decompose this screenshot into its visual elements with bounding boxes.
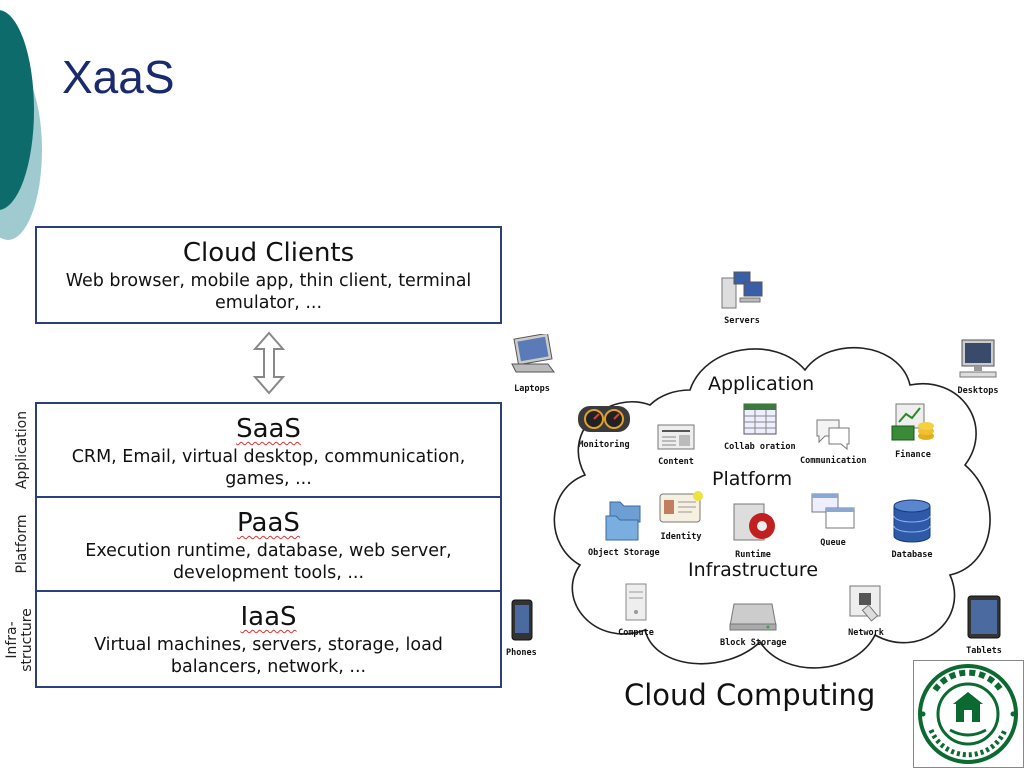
corner-decoration bbox=[0, 10, 42, 240]
finance-icon bbox=[891, 403, 934, 441]
phone-icon bbox=[511, 599, 533, 641]
database-item: Database bbox=[890, 498, 934, 560]
tablet-icon bbox=[967, 595, 1001, 639]
hard-drive-icon bbox=[729, 603, 777, 631]
double-arrow-vertical-icon bbox=[252, 331, 286, 395]
communication-item: Communication bbox=[800, 416, 867, 466]
monitoring-icon bbox=[578, 406, 630, 432]
side-label-platform: Platform bbox=[14, 514, 30, 574]
collaboration-item: Collab oration bbox=[724, 400, 796, 452]
desktops-item: Desktops bbox=[956, 338, 1000, 396]
network-icon bbox=[849, 585, 881, 622]
queue-item: Queue bbox=[810, 492, 856, 548]
content-icon bbox=[657, 424, 695, 450]
iaas-box: IaaS Virtual machines, servers, storage,… bbox=[35, 590, 502, 688]
network-item: Network bbox=[846, 582, 886, 638]
laptops-item: Laptops bbox=[508, 332, 556, 394]
side-label-infrastructure: Infra- structure bbox=[4, 608, 35, 672]
phones-item: Phones bbox=[506, 598, 537, 658]
saas-title: SaaS bbox=[236, 414, 301, 444]
cloud-clients-box: Cloud Clients Web browser, mobile app, t… bbox=[35, 226, 502, 324]
cloud-clients-desc: Web browser, mobile app, thin client, te… bbox=[65, 271, 472, 313]
block-storage-item: Block Storage bbox=[720, 596, 787, 648]
side-label-application: Application bbox=[14, 410, 30, 490]
finance-item: Finance bbox=[890, 400, 936, 460]
compute-icon bbox=[625, 583, 647, 621]
desktop-icon bbox=[959, 339, 997, 378]
paas-title: PaaS bbox=[237, 508, 300, 538]
database-icon bbox=[893, 499, 931, 543]
servers-icon bbox=[721, 271, 763, 309]
content-item: Content bbox=[656, 423, 696, 467]
saas-box: SaaS CRM, Email, virtual desktop, commun… bbox=[35, 402, 502, 498]
saas-desc: CRM, Email, virtual desktop, communicati… bbox=[71, 447, 466, 489]
iaas-title: IaaS bbox=[240, 602, 297, 632]
communication-icon bbox=[816, 419, 850, 451]
runtime-icon bbox=[733, 503, 775, 541]
laptop-icon bbox=[511, 332, 555, 373]
iaas-desc: Virtual machines, servers, storage, load… bbox=[94, 635, 443, 677]
compute-item: Compute bbox=[618, 582, 654, 638]
cloud-section-infrastructure: Infrastructure bbox=[688, 559, 819, 581]
id-card-icon bbox=[659, 491, 703, 523]
cloud-section-application: Application bbox=[708, 373, 815, 395]
monitoring-item: Monitoring bbox=[576, 402, 632, 450]
servers-item: Servers bbox=[718, 270, 766, 326]
cloud-section-platform: Platform bbox=[712, 468, 793, 490]
slide-title: XaaS bbox=[62, 51, 175, 103]
paas-box: PaaS Execution runtime, database, web se… bbox=[35, 496, 502, 592]
cloud-computing-title: Cloud Computing bbox=[624, 678, 876, 712]
paas-desc: Execution runtime, database, web server,… bbox=[85, 541, 452, 583]
identity-item: Identity bbox=[658, 490, 704, 542]
tablets-item: Tablets bbox=[964, 594, 1004, 656]
cloud-clients-title: Cloud Clients bbox=[182, 238, 355, 268]
object-storage-item: Object Storage bbox=[588, 498, 660, 558]
runtime-item: Runtime bbox=[730, 500, 776, 560]
folder-icon bbox=[605, 501, 641, 541]
queue-icon bbox=[811, 493, 855, 529]
collaboration-icon bbox=[743, 403, 777, 435]
university-seal-logo bbox=[913, 660, 1024, 768]
